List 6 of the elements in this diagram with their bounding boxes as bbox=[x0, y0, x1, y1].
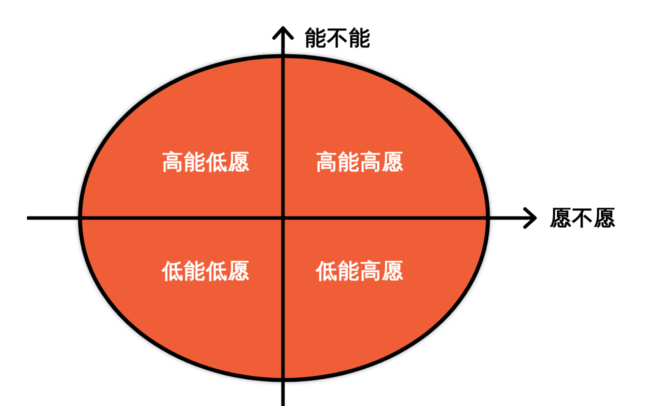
quadrant-label: 高能高愿 bbox=[316, 150, 404, 174]
quadrant-label: 低能低愿 bbox=[162, 259, 250, 283]
quadrant-label: 高能低愿 bbox=[162, 150, 250, 174]
axis-label: 能不能 bbox=[305, 26, 371, 50]
quadrant-label: 低能高愿 bbox=[316, 259, 404, 283]
axis-label: 愿不愿 bbox=[550, 206, 616, 230]
